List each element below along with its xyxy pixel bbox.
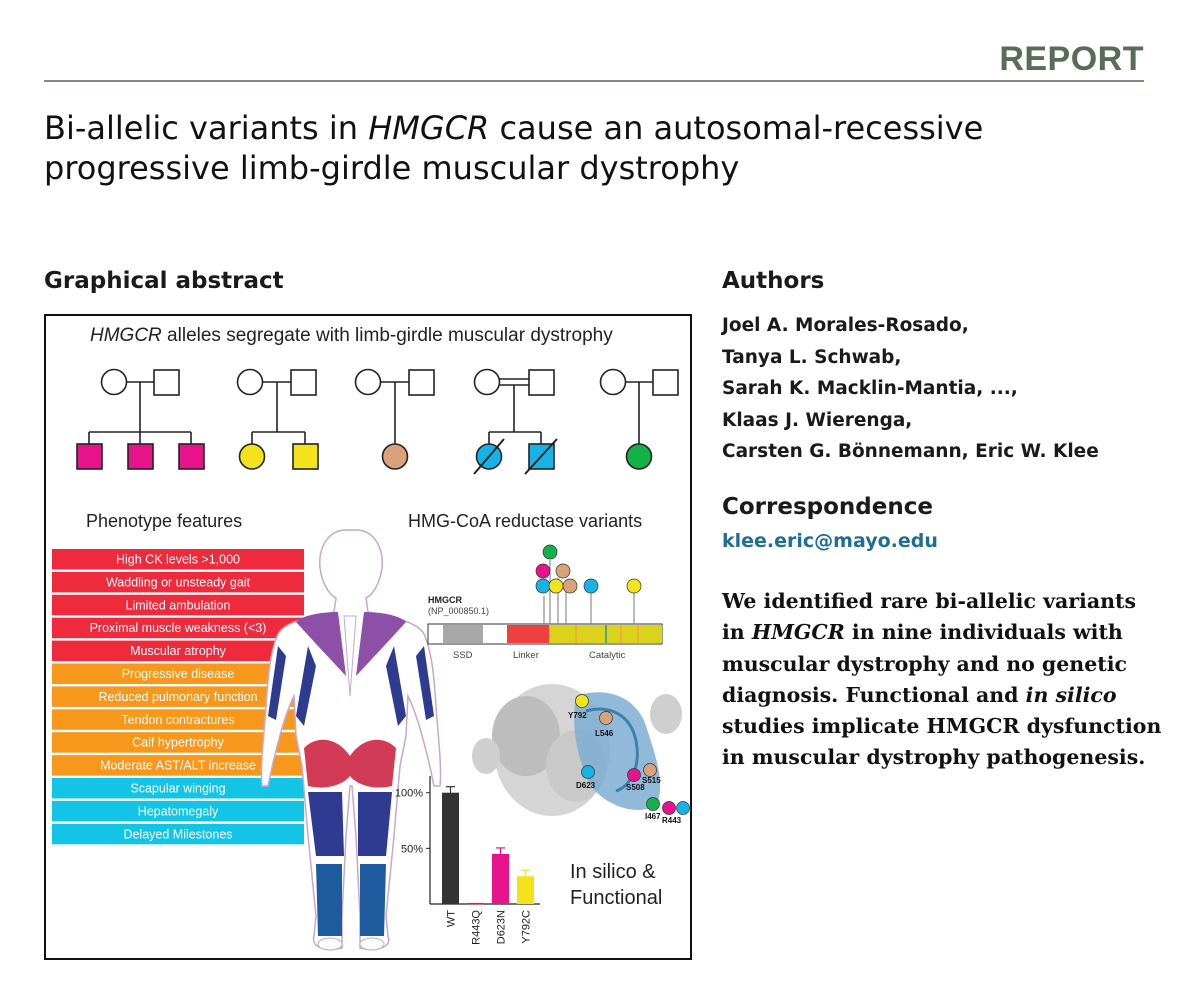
phenotype-label: Calf hypertrophy [132, 736, 224, 750]
y-tick-label: 100% [395, 788, 423, 800]
chart-bar [467, 902, 484, 905]
phenotype-label: Reduced pulmonary function [98, 690, 257, 704]
structure-label-d623: D623 [576, 781, 596, 790]
phenotype-label: Delayed Milestones [123, 827, 232, 841]
phenotype-bar [52, 800, 304, 822]
authors-list: Joel A. Morales-Rosado, Tanya L. Schwab,… [722, 310, 1099, 468]
section-label: REPORT [999, 40, 1144, 78]
summary-text: We identified rare bi-allelic variants i… [722, 586, 1162, 774]
graphical-abstract-heading: Graphical abstract [44, 268, 284, 294]
phenotype-label: Hepatomegaly [138, 804, 219, 818]
x-tick-label: R443Q [471, 910, 483, 945]
phenotype-bar [52, 778, 304, 799]
title-part1: Bi-allelic variants in [44, 109, 369, 147]
chart-bar [517, 876, 534, 904]
protein-structure: Y792 L546 D623 S515 S508 I467 R443 [472, 684, 690, 825]
phenotype-label: Waddling or unsteady gait [106, 575, 251, 589]
phenotype-label: Proximal muscle weakness (<3) [90, 621, 267, 635]
phenotype-bar [52, 709, 304, 730]
author-line: Joel A. Morales-Rosado, [722, 315, 969, 336]
pedigree-family-2 [236, 368, 319, 470]
pedigree-family-4 [473, 368, 558, 475]
pedigrees [76, 368, 679, 475]
chart-bar [492, 853, 509, 904]
chart-caption-line2: Functional [570, 887, 662, 909]
variants-heading: HMG-CoA reductase variants [408, 511, 642, 531]
pedigree-family-1 [76, 368, 205, 470]
author-line: Klaas J. Wierenga, [722, 409, 913, 431]
domain-catalytic: Catalytic [589, 650, 626, 661]
correspondence-heading: Correspondence [722, 494, 933, 520]
author-line: Tanya L. Schwab, [722, 346, 902, 368]
pedigree-title: HMGCR alleles segregate with limb-girdle… [90, 325, 613, 346]
structure-label-y792: Y792 [568, 711, 587, 720]
phenotype-bar [52, 686, 304, 707]
summary-gene: HMGCR [751, 620, 845, 645]
domain-ssd: SSD [453, 650, 473, 661]
structure-label-s508: S508 [626, 783, 645, 792]
structure-label-l546: L546 [595, 729, 614, 738]
phenotype-label: Scapular winging [130, 782, 225, 796]
phenotype-bar [52, 549, 304, 570]
y-tick-label: 50% [401, 843, 423, 855]
phenotype-label: Moderate AST/ALT increase [100, 759, 256, 773]
summary-part1: We identified rare bi-allelic variants i… [722, 589, 1137, 645]
x-tick-label: WT [446, 910, 458, 927]
pedigree-family-5 [599, 368, 679, 470]
protein-name: HMGCR [428, 595, 462, 605]
phenotype-bar [52, 755, 304, 776]
functional-bar-chart: In silico & Functional 100% 50% WT R443Q D62… [395, 776, 662, 945]
phenotype-bar [52, 732, 304, 753]
summary-part3: studies implicate HMGCR dysfunction in m… [722, 714, 1162, 770]
phenotype-bar [52, 594, 304, 616]
structure-label-s515: S515 [642, 776, 661, 785]
article-title: Bi-allelic variants in HMGCR cause an au… [44, 108, 1154, 188]
phenotype-bar [52, 640, 304, 662]
phenotype-label: Limited ambulation [126, 598, 231, 612]
title-part2: cause an autosomal-recessive progressive… [44, 109, 984, 187]
chart-bar [442, 792, 459, 904]
summary-in-silico: in silico [1025, 682, 1117, 707]
phenotype-bar [52, 617, 304, 639]
phenotype-label: High CK levels >1,000 [116, 553, 240, 567]
x-tick-label: D623N [496, 910, 508, 944]
protein-diagram: HMGCR (NP_000850.1) SSD Linker Catalytic [427, 544, 663, 661]
header-rule [44, 80, 1144, 82]
phenotype-bar [52, 663, 304, 684]
domain-linker: Linker [513, 650, 539, 661]
protein-id: (NP_000850.1) [428, 606, 489, 616]
author-line: Carsten G. Bönnemann, Eric W. Klee [722, 441, 1099, 462]
chart-caption-line1: In silico & [570, 861, 656, 883]
phenotype-heading: Phenotype features [86, 511, 242, 531]
summary-part2: in nine individuals with muscular dystro… [722, 620, 1127, 707]
graphical-abstract-figure: HMGCR alleles segregate with limb-girdle… [52, 325, 690, 951]
correspondence-email-link[interactable]: klee.eric@mayo.edu [722, 530, 938, 552]
phenotype-label: Tendon contractures [121, 713, 234, 727]
title-gene: HMGCR [368, 109, 490, 147]
authors-heading: Authors [722, 268, 825, 294]
phenotype-label: Muscular atrophy [130, 644, 227, 658]
pedigree-family-3 [354, 368, 435, 470]
graphical-abstract: HMGCR alleles segregate with limb-girdle… [44, 314, 692, 960]
structure-label-r443: R443 [662, 816, 682, 825]
phenotype-bar [52, 823, 304, 845]
phenotype-label: Progressive disease [122, 667, 235, 681]
author-line: Sarah K. Macklin-Mantia, ..., [722, 378, 1018, 399]
body-diagram [260, 529, 442, 951]
x-tick-label: Y792C [521, 910, 533, 944]
structure-label-i467: I467 [645, 812, 661, 821]
phenotype-bar [52, 571, 304, 593]
